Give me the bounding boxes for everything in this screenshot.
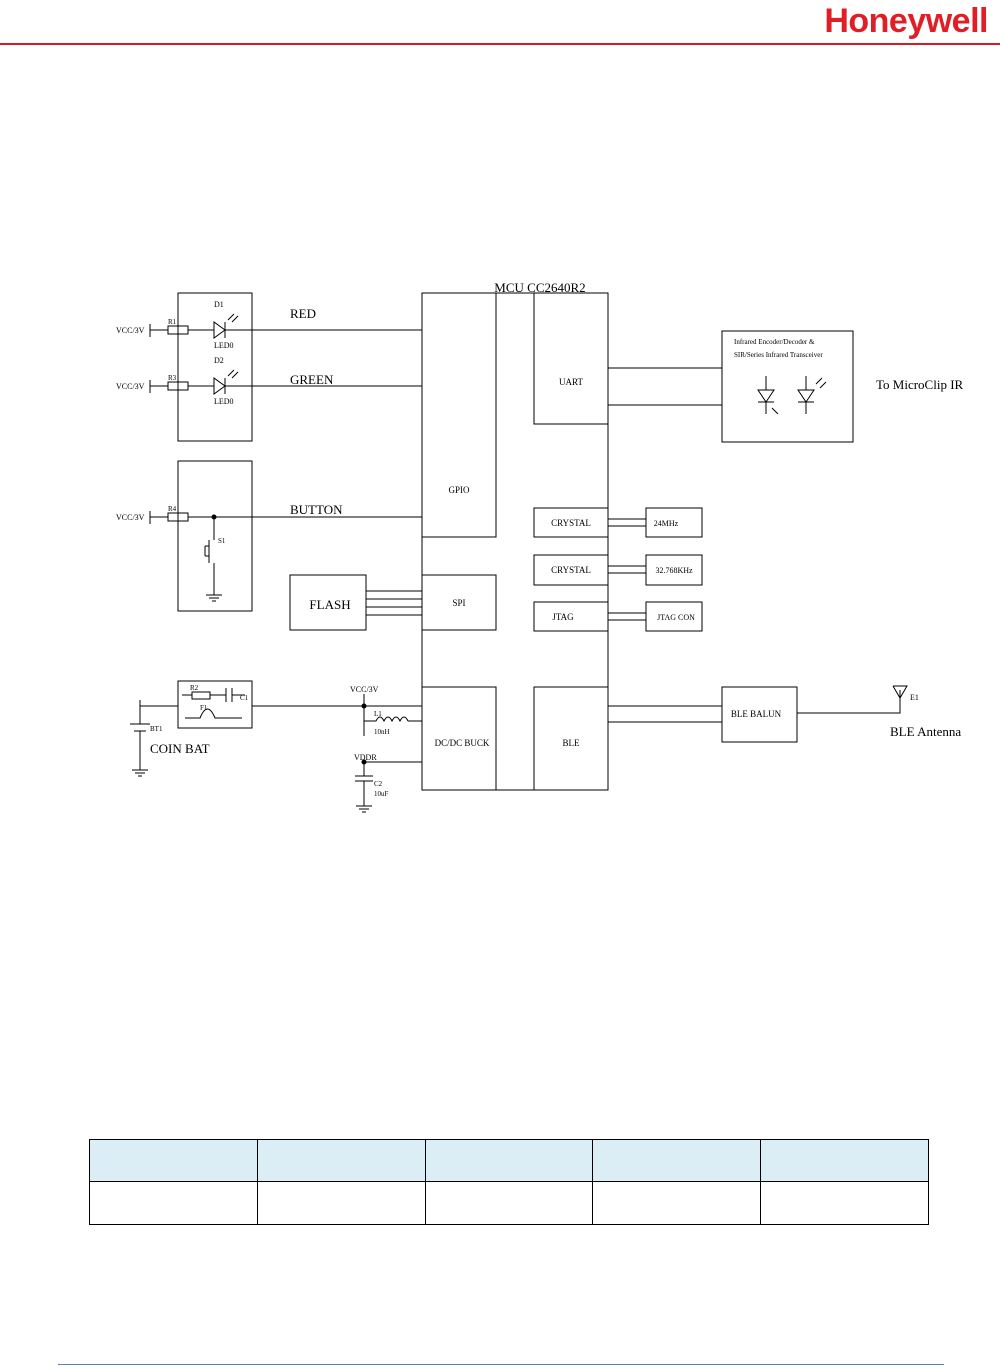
spi-label: SPI — [452, 598, 465, 608]
header-rule — [0, 43, 1000, 45]
table-header-cell — [256, 1139, 426, 1182]
r4-label: R4 — [168, 505, 177, 513]
ir-target-label: To MicroClip IR — [876, 377, 964, 392]
xtal-24mhz-label: 24MHz — [654, 519, 679, 528]
ble-block — [533, 686, 609, 791]
protection-box — [177, 680, 253, 729]
table-header-row — [89, 1139, 929, 1182]
c2-value: 10uF — [374, 790, 389, 798]
l1-label: L1 — [374, 710, 382, 718]
led-module-box — [177, 292, 253, 442]
c1-label: C1 — [240, 694, 249, 702]
led0a-label: LED0 — [214, 341, 234, 350]
ble-balun-box — [721, 686, 798, 743]
table-header-cell — [592, 1139, 762, 1182]
d2-label: D2 — [214, 356, 224, 365]
flash-label: FLASH — [309, 597, 350, 612]
xtal-32khz-label: 32.768KHz — [655, 566, 693, 575]
r1-label: R1 — [168, 318, 177, 326]
brand-logo: Honeywell — [824, 2, 988, 40]
crystal2-label: CRYSTAL — [551, 565, 591, 575]
table-header-cell — [89, 1139, 258, 1182]
footer-rule — [58, 1364, 944, 1365]
junction-dots — [211, 514, 367, 765]
bt1-label: BT1 — [150, 725, 163, 733]
ir-line2: SIR/Series Infrared Transceiver — [734, 351, 823, 359]
coin-bat-label: COIN BAT — [150, 741, 210, 756]
signal-green-label: GREEN — [290, 372, 334, 387]
spi-block — [421, 574, 497, 631]
crystal2-block — [533, 554, 609, 586]
signal-red-label: RED — [290, 306, 316, 321]
led0b-label: LED0 — [214, 397, 234, 406]
table-row — [89, 1181, 929, 1225]
table-cell — [424, 1181, 594, 1225]
uart-label: UART — [559, 377, 583, 387]
ble-balun-label: BLE BALUN — [731, 709, 782, 719]
gpio-label: GPIO — [448, 485, 470, 495]
block-diagram: MCU CC2640R2 GPIO UART SPI DC/DC BUCK BL… — [116, 280, 964, 813]
flash-box — [289, 574, 367, 631]
table-cell — [760, 1181, 929, 1225]
ble-label: BLE — [563, 738, 581, 748]
f1-label: F1 — [200, 704, 208, 712]
crystal1-block — [533, 507, 609, 538]
table-cell — [89, 1181, 258, 1225]
xtal-32khz-box — [645, 554, 703, 586]
button-module-box — [177, 460, 253, 612]
mcu-title: MCU CC2640R2 — [494, 280, 585, 295]
jtag-block — [533, 601, 609, 632]
vddr-label: VDDR — [354, 753, 377, 762]
r2-label: R2 — [190, 684, 199, 692]
data-table — [89, 1139, 929, 1225]
jtag-con-box — [645, 601, 703, 632]
jtag-label: JTAG — [552, 612, 574, 622]
mcu-box — [421, 292, 609, 791]
table-header-cell — [424, 1139, 594, 1182]
antenna-ref: E1 — [910, 693, 919, 702]
table-header-cell — [760, 1139, 929, 1182]
crystal1-label: CRYSTAL — [551, 518, 591, 528]
gpio-block — [421, 292, 497, 538]
vcc4-label: VCC/3V — [350, 685, 379, 694]
vcc3-label: VCC/3V — [116, 513, 145, 522]
vcc2-label: VCC/3V — [116, 382, 145, 391]
l1-value: 10nH — [374, 728, 390, 736]
dcdc-block — [421, 686, 497, 791]
r3-label: R3 — [168, 374, 177, 382]
table-cell — [592, 1181, 762, 1225]
uart-block — [533, 292, 609, 425]
ir-line1: Infrared Encoder/Decoder & — [734, 338, 815, 346]
signal-button-label: BUTTON — [290, 502, 343, 517]
dcdc-label: DC/DC BUCK — [435, 738, 490, 748]
c2-label: C2 — [374, 780, 383, 788]
jtag-con-label: JTAG CON — [657, 613, 695, 622]
antenna-label: BLE Antenna — [890, 724, 961, 739]
s1-label: S1 — [218, 537, 226, 545]
vcc1-label: VCC/3V — [116, 326, 145, 335]
ir-transceiver-box — [721, 330, 854, 443]
xtal-24mhz-box — [645, 507, 703, 538]
table-cell — [256, 1181, 426, 1225]
d1-label: D1 — [214, 300, 224, 309]
